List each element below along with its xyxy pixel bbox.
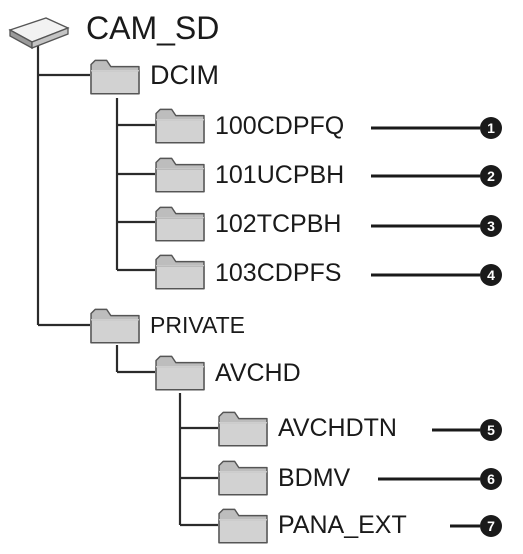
folder-icon <box>155 254 205 290</box>
folder-icon <box>90 308 140 344</box>
folder-icon <box>155 206 205 242</box>
folder-icon <box>155 108 205 144</box>
callout-lines <box>371 126 480 528</box>
callout-badge-5: 5 <box>480 419 502 441</box>
folder-icon <box>218 460 268 496</box>
callout-badge-4: 4 <box>480 264 502 286</box>
sd-card-drive-icon <box>8 17 70 50</box>
callout-badge-3: 3 <box>480 215 502 237</box>
folder-label-private: PRIVATE <box>150 312 245 338</box>
folder-label-pana-ext: PANA_EXT <box>278 511 407 539</box>
root-label: CAM_SD <box>86 10 220 46</box>
tree-connectors <box>36 45 218 527</box>
callout-badge-6: 6 <box>480 468 502 490</box>
callout-badge-1: 1 <box>480 117 502 139</box>
folder-icon <box>155 355 205 391</box>
folder-icon <box>90 59 140 95</box>
callout-badge-7: 7 <box>480 515 502 537</box>
folder-label-dcim: DCIM <box>150 60 219 90</box>
folder-label-102tcpbh: 102TCPBH <box>215 210 342 238</box>
callout-badge-2: 2 <box>480 165 502 187</box>
folder-label-100cdpfq: 100CDPFQ <box>215 112 345 140</box>
folder-icon <box>218 508 268 544</box>
folder-label-bdmv: BDMV <box>278 464 351 492</box>
folder-icon <box>155 157 205 193</box>
folder-icon <box>218 411 268 447</box>
folder-label-101ucpbh: 101UCPBH <box>215 161 345 189</box>
folder-label-avchd: AVCHD <box>215 359 301 387</box>
folder-label-avchdtn: AVCHDTN <box>278 414 397 442</box>
folder-label-103cdpfs: 103CDPFS <box>215 259 342 287</box>
